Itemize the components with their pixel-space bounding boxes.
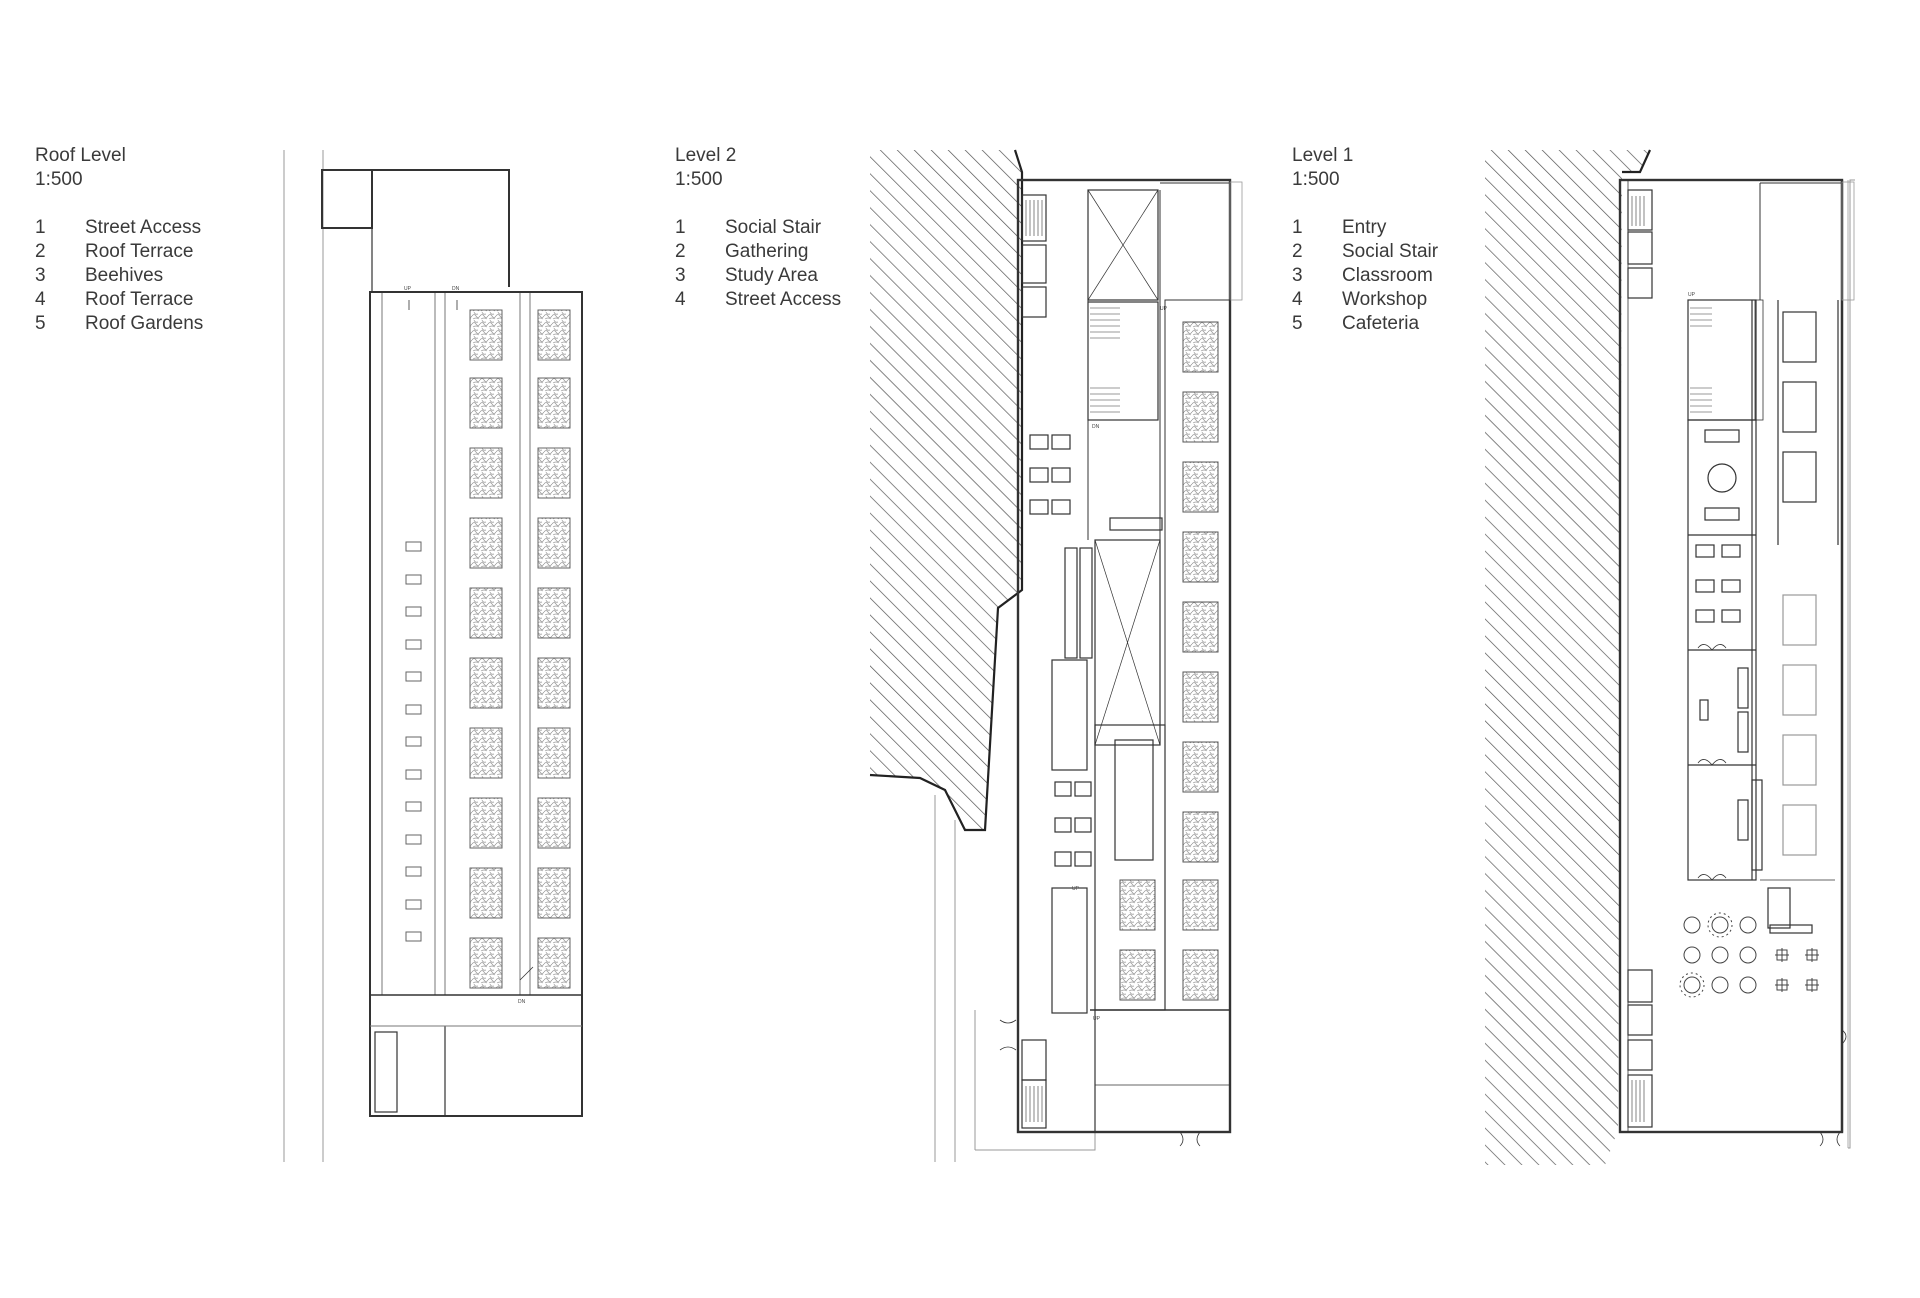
legend-number: 1 <box>35 217 46 238</box>
legend-item: 4 Street Access <box>675 288 841 312</box>
level1-title: Level 1 <box>1292 145 1354 166</box>
legend-item: 1 Social Stair <box>675 216 841 240</box>
legend-number: 1 <box>1292 217 1303 238</box>
legend-label: Roof Gardens <box>85 313 204 334</box>
up-label: UP <box>404 286 412 292</box>
level2-scale: 1:500 <box>675 169 723 190</box>
legend-number: 5 <box>1292 313 1303 334</box>
legend-label: Social Stair <box>725 217 822 238</box>
dn-label: DN <box>518 999 526 1005</box>
legend-label: Roof Terrace <box>85 241 194 262</box>
legend-number: 4 <box>35 289 46 310</box>
legend-label: Roof Terrace <box>85 289 194 310</box>
legend-label: Cafeteria <box>1342 313 1420 334</box>
legend-label: Gathering <box>725 241 809 262</box>
roof-gardens <box>469 309 571 989</box>
roof-level-scale: 1:500 <box>35 169 83 190</box>
dn-label: DN <box>1092 424 1100 430</box>
legend-item: 5 Roof Gardens <box>35 312 203 336</box>
legend-number: 3 <box>35 265 46 286</box>
legend-number: 4 <box>1292 289 1303 310</box>
legend-label: Entry <box>1342 217 1387 238</box>
legend-number: 3 <box>675 265 686 286</box>
legend-item: 3 Study Area <box>675 264 841 288</box>
legend-label: Street Access <box>85 217 202 238</box>
legend-number: 4 <box>675 289 686 310</box>
legend-item: 2 Social Stair <box>1292 240 1438 264</box>
level1-scale: 1:500 <box>1292 169 1340 190</box>
level2-list: 1 Social Stair 2 Gathering 3 Study Area 4 St… <box>675 216 841 312</box>
cafeteria-tables <box>1679 912 1819 998</box>
level1-legend: Level 1 1:500 1 Entry 2 Social Stair 3 Clas… <box>1292 144 1438 336</box>
up-label: UP <box>1160 306 1168 312</box>
roof-beehives <box>405 541 422 942</box>
legend-number: 1 <box>675 217 686 238</box>
up-label: UP <box>1093 1016 1101 1022</box>
legend-item: 4 Roof Terrace <box>35 288 203 312</box>
legend-number: 2 <box>35 241 46 262</box>
up-label: UP <box>1688 292 1696 298</box>
up-label: UP <box>1072 886 1080 892</box>
legend-label: Classroom <box>1342 265 1433 286</box>
legend-item: 1 Entry <box>1292 216 1438 240</box>
legend-label: Workshop <box>1342 289 1428 310</box>
level1-plan <box>1485 149 1855 1165</box>
legend-item: 1 Street Access <box>35 216 203 240</box>
dn-label: DN <box>452 286 460 292</box>
legend-label: Social Stair <box>1342 241 1439 262</box>
legend-number: 2 <box>1292 241 1303 262</box>
level2-plan <box>869 149 1243 1162</box>
legend-item: 5 Cafeteria <box>1292 312 1438 336</box>
legend-item: 2 Roof Terrace <box>35 240 203 264</box>
legend-label: Study Area <box>725 265 818 286</box>
legend-number: 3 <box>1292 265 1303 286</box>
legend-label: Beehives <box>85 265 164 286</box>
level2-legend: Level 2 1:500 1 Social Stair 2 Gathering 3… <box>675 144 841 312</box>
legend-number: 5 <box>35 313 46 334</box>
legend-label: Street Access <box>725 289 842 310</box>
legend-item: 2 Gathering <box>675 240 841 264</box>
roof-level-plan <box>283 150 583 1162</box>
legend-number: 2 <box>675 241 686 262</box>
legend-item: 3 Beehives <box>35 264 203 288</box>
level1-list: 1 Entry 2 Social Stair 3 Classroom 4 Worksho… <box>1292 216 1438 336</box>
level2-planters <box>1119 321 1219 1001</box>
roof-level-title: Roof Level <box>35 145 126 166</box>
level2-title: Level 2 <box>675 145 737 166</box>
legend-item: 4 Workshop <box>1292 288 1438 312</box>
legend-item: 3 Classroom <box>1292 264 1438 288</box>
stair-annotations: UP DN DN UP DN UP UP UP <box>404 286 1696 1022</box>
